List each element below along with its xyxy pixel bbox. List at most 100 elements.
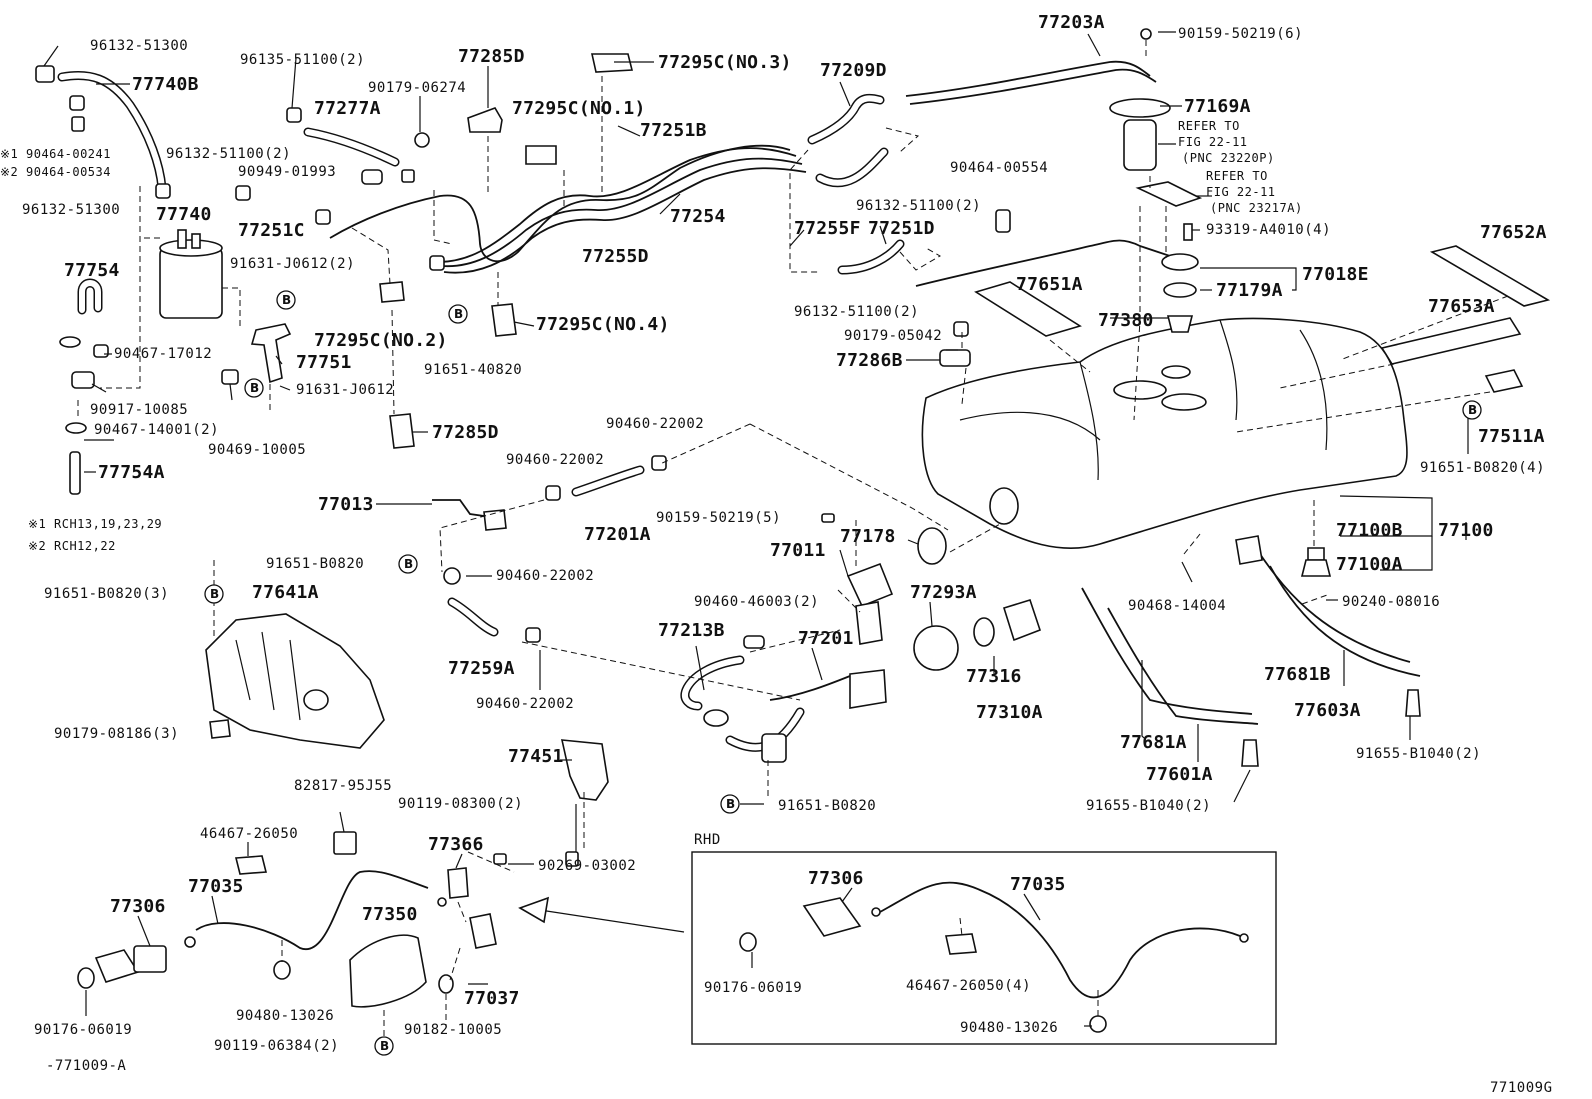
label-90460-22002-c: 90460-22002 <box>496 568 594 584</box>
label-77251C: 77251C <box>238 220 305 241</box>
clamp-77285D-top <box>467 107 503 133</box>
label-fig-22-11-1: FIG 22-11 <box>1178 135 1248 149</box>
label-46467-26050-4: 46467-26050(4) <box>906 978 1031 994</box>
label-91651-B0820-3: 91651-B0820(3) <box>44 586 169 602</box>
label-rch-note1: ※1 RCH13,19,23,29 <box>28 517 162 531</box>
bracket-77451 <box>560 739 609 801</box>
label-96132-51100-c: 96132-51100(2) <box>794 304 919 320</box>
clamp-77295C-no1 <box>525 145 557 165</box>
label-90469-10005: 90469-10005 <box>208 442 306 458</box>
label-90468-14004: 90468-14004 <box>1128 598 1226 614</box>
label-96132-51100-a: 96132-51100(2) <box>166 146 291 162</box>
label-77295C-no1: 77295C(NO.1) <box>512 98 646 119</box>
label-90119-08300: 90119-08300(2) <box>398 796 523 812</box>
label-77380: 77380 <box>1098 310 1154 331</box>
label-77293A: 77293A <box>910 582 977 603</box>
rhd-box <box>691 851 1277 1045</box>
clamp-77295C-no4 <box>491 303 517 337</box>
label-77681B: 77681B <box>1264 664 1331 685</box>
b-marker: B <box>448 304 468 324</box>
label-77251D: 77251D <box>868 218 935 239</box>
label-90460-22002-b: 90460-22002 <box>506 452 604 468</box>
label-77285D-top: 77285D <box>458 46 525 67</box>
label-90464-00554: 90464-00554 <box>950 160 1048 176</box>
label-90176-06019-lhd: 90176-06019 <box>34 1022 132 1038</box>
clamp-77285D-bottom <box>389 413 415 449</box>
b-marker: B <box>276 290 296 310</box>
seal-77293A <box>913 625 959 671</box>
label-90467-17012: 90467-17012 <box>114 346 212 362</box>
label-90240-08016: 90240-08016 <box>1342 594 1440 610</box>
pad-77653A <box>1380 317 1522 365</box>
label-93319-A4010: 93319-A4010(4) <box>1206 222 1331 238</box>
label-77306-rhd: 77306 <box>808 868 864 889</box>
label-90182-10005: 90182-10005 <box>404 1022 502 1038</box>
svg-text:B: B <box>404 557 413 571</box>
label-90480-13026-lhd: 90480-13026 <box>236 1008 334 1024</box>
clip-96132-51300-top <box>35 65 55 83</box>
b-marker: B <box>398 554 418 574</box>
label-91655-B1040-b: 91655-B1040(2) <box>1086 798 1211 814</box>
label-77310A: 77310A <box>976 702 1043 723</box>
b-marker: B <box>720 794 740 814</box>
label-corner-id: 771009G <box>1490 1080 1553 1096</box>
label-77295C-no3: 77295C(NO.3) <box>658 52 792 73</box>
bracket-77366 <box>447 867 469 899</box>
label-77035-rhd: 77035 <box>1010 874 1066 895</box>
label-91651-40820: 91651-40820 <box>424 362 522 378</box>
label-90917-10085: 90917-10085 <box>90 402 188 418</box>
leader-lines <box>43 31 1469 1027</box>
label-77740B: 77740B <box>132 74 199 95</box>
label-77306-lhd: 77306 <box>110 896 166 917</box>
label-refer-to-2: REFER TO <box>1206 169 1268 183</box>
svg-text:B: B <box>1468 403 1477 417</box>
label-77652A: 77652A <box>1480 222 1547 243</box>
label-rhd: RHD <box>694 832 721 848</box>
label-90179-06274: 90179-06274 <box>368 80 466 96</box>
label-fig-22-11-2: FIG 22-11 <box>1206 185 1276 199</box>
label-91655-B1040-a: 91655-B1040(2) <box>1356 746 1481 762</box>
label-77254: 77254 <box>670 206 726 227</box>
label-77295C-no2: 77295C(NO.2) <box>314 330 448 351</box>
fuel-cap-77310A <box>1002 599 1042 642</box>
label-90119-06384: 90119-06384(2) <box>214 1038 339 1054</box>
clip-46467-26050 <box>234 855 268 875</box>
label-82817-95J55: 82817-95J55 <box>294 778 392 794</box>
label-77100: 77100 <box>1438 520 1494 541</box>
filler-neck-77201 <box>849 669 887 709</box>
label-77201: 77201 <box>798 628 854 649</box>
label-77277A: 77277A <box>314 98 381 119</box>
label-77169A: 77169A <box>1184 96 1251 117</box>
label-77013: 77013 <box>318 494 374 515</box>
label-46467-26050: 46467-26050 <box>200 826 298 842</box>
charcoal-canister <box>159 247 223 319</box>
cap-77380 <box>1166 315 1194 333</box>
label-77035-lhd: 77035 <box>188 876 244 897</box>
label-91651-B0820-4: 91651-B0820(4) <box>1420 460 1545 476</box>
label-77601A: 77601A <box>1146 764 1213 785</box>
label-90460-46003: 90460-46003(2) <box>694 594 819 610</box>
label-77754A: 77754A <box>98 462 165 483</box>
label-77653A: 77653A <box>1428 296 1495 317</box>
label-77316: 77316 <box>966 666 1022 687</box>
filler-pipe-77011 <box>846 562 894 608</box>
label-90176-06019-rhd: 90176-06019 <box>704 980 802 996</box>
label-91651-B0820-a: 91651-B0820 <box>266 556 364 572</box>
label-77641A: 77641A <box>252 582 319 603</box>
clamp-77295C-no2 <box>379 281 405 303</box>
label-77018E: 77018E <box>1302 264 1369 285</box>
label-77251B: 77251B <box>640 120 707 141</box>
svg-text:B: B <box>282 293 291 307</box>
bracket-77751 <box>250 323 292 384</box>
fuel-filter <box>1135 181 1203 207</box>
svg-text:B: B <box>726 797 735 811</box>
part-labels: 96132-51300 77740B ※1 90464-00241 ※2 904… <box>0 12 1553 1096</box>
label-91631-J0612: 91631-J0612 <box>296 382 394 398</box>
b-marker: B <box>204 584 224 604</box>
clip-77286B <box>939 349 971 367</box>
pad-77652A <box>1429 245 1551 307</box>
opener-lever-77306 <box>94 949 140 983</box>
label-77011: 77011 <box>770 540 826 561</box>
part-drawings <box>35 28 1551 1045</box>
fuel-pump <box>1123 119 1157 171</box>
